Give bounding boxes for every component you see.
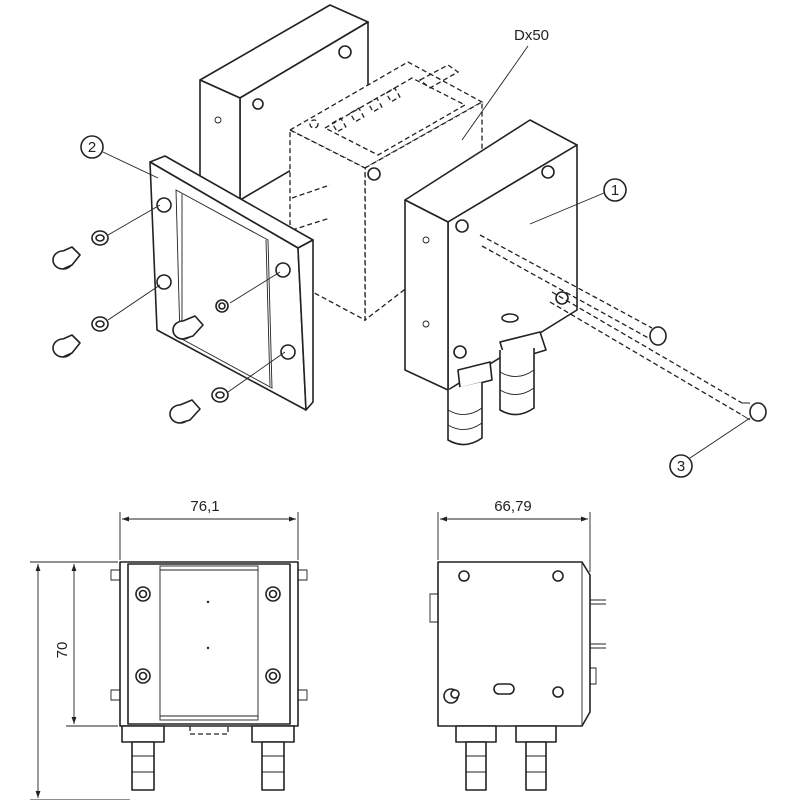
callout-3: 3 <box>669 417 751 478</box>
front-mounting-block <box>404 119 578 446</box>
callout-1-label: 1 <box>611 182 619 199</box>
dx50-label: Dx50 <box>514 27 549 44</box>
callout-dx50: Dx50 <box>461 27 549 141</box>
callout-2: 2 <box>80 135 159 179</box>
callout-3-label: 3 <box>677 458 685 475</box>
adapter-plate <box>149 155 314 411</box>
exploded-view: 2 1 3 Dx50 <box>52 4 767 478</box>
front-view: 76,1 70 <box>30 498 308 801</box>
front-height-dim: 70 <box>54 642 71 659</box>
side-view: 66,79 <box>429 498 606 791</box>
callout-2-label: 2 <box>88 139 96 156</box>
rear-mounting-block <box>199 4 369 201</box>
long-screws <box>479 234 767 422</box>
small-screws <box>52 204 286 424</box>
front-width-dim: 76,1 <box>190 498 219 515</box>
side-width-dim: 66,79 <box>494 498 532 515</box>
callout-1: 1 <box>529 178 627 225</box>
